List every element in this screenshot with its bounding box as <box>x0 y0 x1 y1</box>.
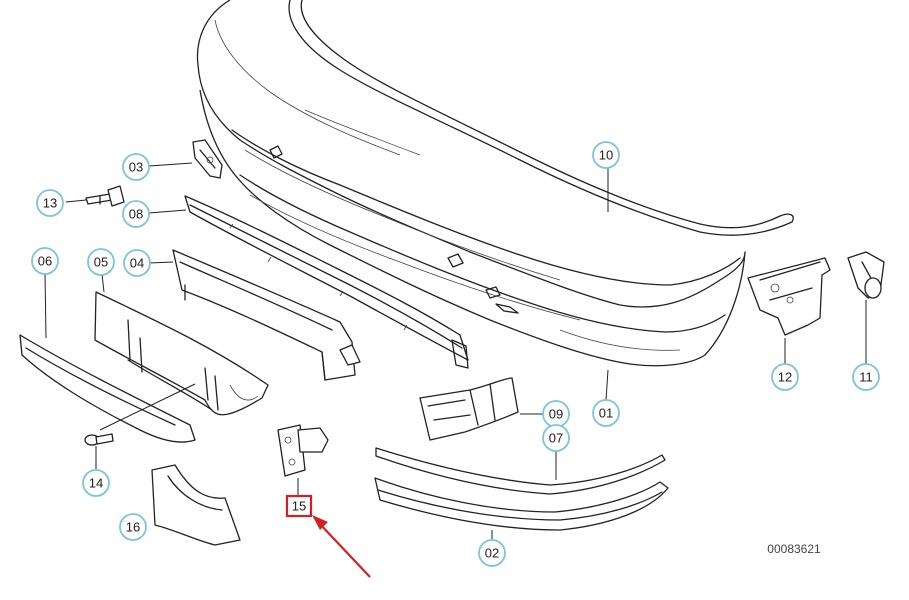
callout-10: 10 <box>592 141 620 169</box>
callout-11: 11 <box>852 363 880 391</box>
arrow-head-icon <box>312 515 328 530</box>
callout-label: 15 <box>292 499 306 514</box>
callout-label: 04 <box>130 256 144 271</box>
callout-16: 16 <box>119 513 147 541</box>
grille-part-05 <box>94 291 269 416</box>
bolt-part-13 <box>85 185 125 207</box>
callout-label: 14 <box>89 476 103 491</box>
clip-part-11 <box>847 251 885 299</box>
leader-lines <box>44 162 867 540</box>
callout-label: 02 <box>485 546 499 561</box>
pin-part-14 <box>84 433 114 446</box>
callout-09: 09 <box>542 400 570 428</box>
bumper-cover-part <box>196 0 794 367</box>
highlight-box <box>285 494 313 518</box>
callout-label: 11 <box>859 370 873 385</box>
callout-07: 07 <box>542 424 570 452</box>
spoiler-part-02 <box>374 477 669 531</box>
side-bracket-part-12 <box>747 257 831 336</box>
rail-part-08 <box>184 195 469 369</box>
callout-02: 02 <box>478 539 506 567</box>
bracket-part-16 <box>151 464 241 546</box>
callout-label: 12 <box>778 370 792 385</box>
diagram-id: 00083621 <box>767 542 821 556</box>
callout-label: 07 <box>549 431 563 446</box>
callout-15-highlighted: 15 <box>285 494 371 578</box>
callout-13: 13 <box>36 189 64 217</box>
callout-label: 06 <box>38 254 52 269</box>
callout-04: 04 <box>123 249 151 277</box>
clip-part-03 <box>192 139 223 179</box>
callout-05: 05 <box>87 248 115 276</box>
callout-label: 01 <box>599 406 613 421</box>
callout-label: 08 <box>129 207 143 222</box>
grille-frame-part-04 <box>172 249 361 381</box>
callout-label: 13 <box>43 196 57 211</box>
callout-label: 09 <box>549 407 563 422</box>
arrow-icon <box>317 521 371 578</box>
callout-label: 03 <box>129 160 143 175</box>
duct-part-09 <box>419 377 519 441</box>
callout-01: 01 <box>592 399 620 427</box>
callout-12: 12 <box>771 363 799 391</box>
callout-08: 08 <box>122 200 150 228</box>
callout-14: 14 <box>82 469 110 497</box>
callout-03: 03 <box>122 153 150 181</box>
callout-06: 06 <box>31 247 59 275</box>
callout-label: 16 <box>126 520 140 535</box>
callout-label: 05 <box>94 255 108 270</box>
strip-part-06 <box>19 334 196 443</box>
trim-strip-part-07 <box>375 447 666 495</box>
callout-label: 10 <box>599 148 613 163</box>
mount-clip-part-15 <box>277 424 329 477</box>
